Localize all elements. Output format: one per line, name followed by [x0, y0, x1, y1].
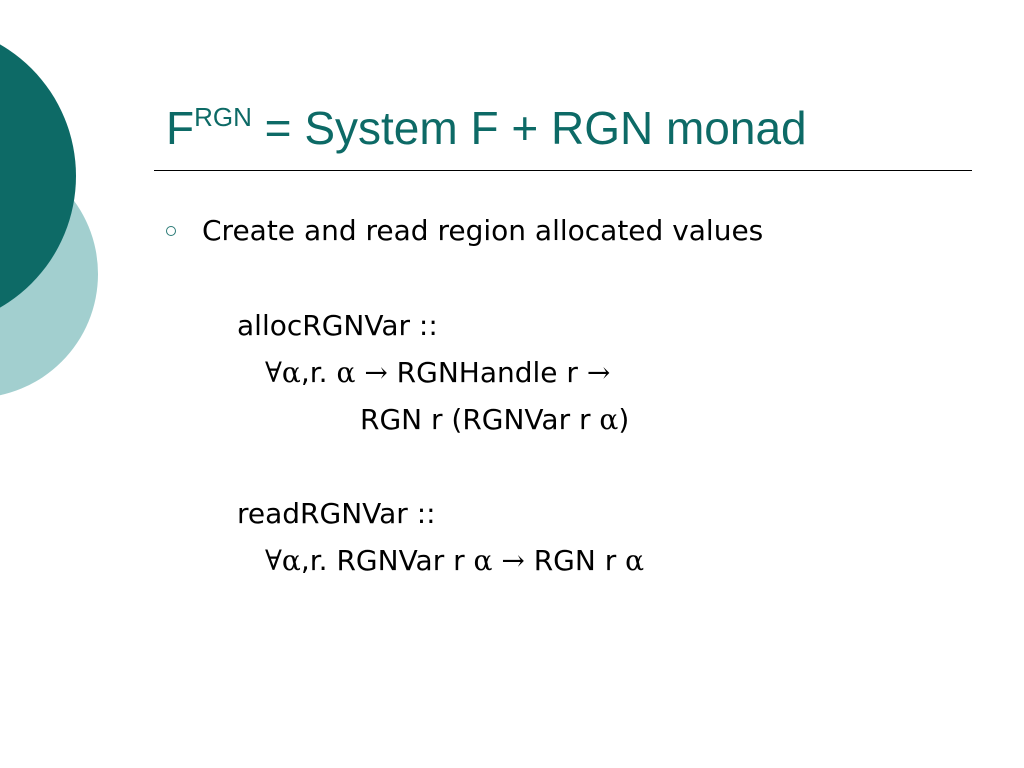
arrow-symbol: → [364, 356, 388, 389]
read-signature-type-line: ∀α,r. RGNVar r α → RGN r α [265, 542, 644, 580]
alloc-signature-name: allocRGNVar :: [237, 307, 438, 345]
alloc-name-text: allocRGNVar :: [237, 309, 438, 342]
alloc-vars-text: ,r. [300, 356, 337, 389]
alloc-handle-text: RGNHandle r [387, 356, 587, 389]
alloc-signature-type-line-1: ∀α,r. α → RGNHandle r → [265, 354, 610, 392]
slide-title: FRGN = System F + RGN monad [166, 98, 807, 158]
title-divider [154, 170, 972, 171]
hollow-circle-bullet-icon [166, 226, 176, 236]
read-vars-text: ,r. RGNVar r [300, 544, 474, 577]
title-base: F [166, 102, 195, 154]
alpha-symbol: α [281, 356, 301, 389]
read-signature-name: readRGNVar :: [237, 495, 436, 533]
title-rest: = System F + RGN monad [251, 102, 807, 154]
bullet-text: Create and read region allocated values [202, 214, 764, 247]
arrow-symbol: → [586, 356, 611, 389]
alpha-symbol: α [473, 544, 493, 577]
read-name-text: readRGNVar :: [237, 497, 436, 530]
alloc-result-text: RGN r (RGNVar r [360, 403, 600, 436]
alloc-signature-type-line-2: RGN r (RGNVar r α) [360, 401, 629, 439]
forall-symbol: ∀ [265, 544, 282, 577]
alpha-symbol: α [625, 544, 645, 577]
forall-symbol: ∀ [265, 356, 282, 389]
alpha-symbol: α [281, 544, 301, 577]
alpha-symbol: α [599, 403, 619, 436]
read-result-text: RGN r [524, 544, 626, 577]
title-superscript: RGN [194, 101, 252, 132]
alpha-symbol: α [336, 356, 356, 389]
alloc-result-close: ) [618, 403, 630, 436]
arrow-symbol: → [501, 544, 525, 577]
